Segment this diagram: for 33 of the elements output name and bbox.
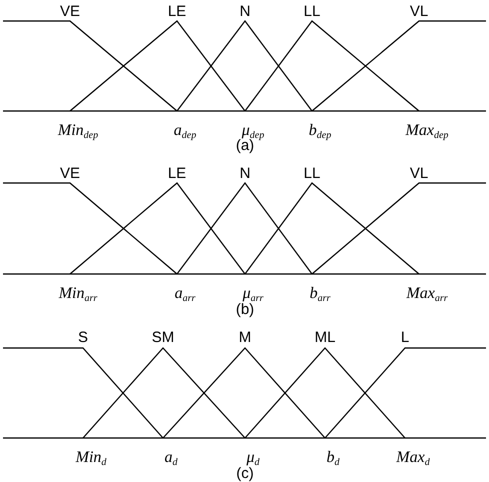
set-label: SM xyxy=(152,330,174,345)
axis-label: Max$_{arr}$ xyxy=(406,286,448,304)
axis-label: b$_{d}$ xyxy=(326,450,340,468)
axis-label: a$_{dep}$ xyxy=(174,123,196,141)
set-label: LL xyxy=(304,4,320,19)
set-label: VE xyxy=(60,166,80,181)
axis-label: Min$_{d}$ xyxy=(76,450,106,468)
axis-label: Min$_{dep}$ xyxy=(58,123,98,141)
panel-caption: (b) xyxy=(236,302,254,317)
set-label: LE xyxy=(168,166,186,181)
axis-label: b$_{dep}$ xyxy=(308,123,332,141)
axis-label: a$_{arr}$ xyxy=(174,286,196,304)
axis-label: μ$_{dep}$ xyxy=(242,123,264,141)
set-label: LL xyxy=(304,166,320,181)
axis-label: Max$_{dep}$ xyxy=(406,123,448,141)
set-label: N xyxy=(240,4,250,19)
set-label: N xyxy=(240,166,250,181)
set-label: L xyxy=(400,330,410,345)
axis-label: a$_{d}$ xyxy=(164,450,178,468)
axis-label: μ$_{arr}$ xyxy=(242,286,264,304)
set-label: VL xyxy=(410,166,428,181)
axis-label: μ$_{d}$ xyxy=(246,450,260,468)
axis-label: Min$_{arr}$ xyxy=(58,286,98,304)
set-label: VE xyxy=(60,4,80,19)
set-label: ML xyxy=(314,330,336,345)
panel-caption: (c) xyxy=(236,466,254,481)
axis-label: b$_{arr}$ xyxy=(310,286,330,304)
axis-label: Max$_{d}$ xyxy=(396,450,430,468)
set-label: VL xyxy=(410,4,428,19)
set-label: S xyxy=(78,330,88,345)
set-label: M xyxy=(238,330,252,345)
panel-caption: (a) xyxy=(236,138,254,153)
set-label: LE xyxy=(168,4,186,19)
